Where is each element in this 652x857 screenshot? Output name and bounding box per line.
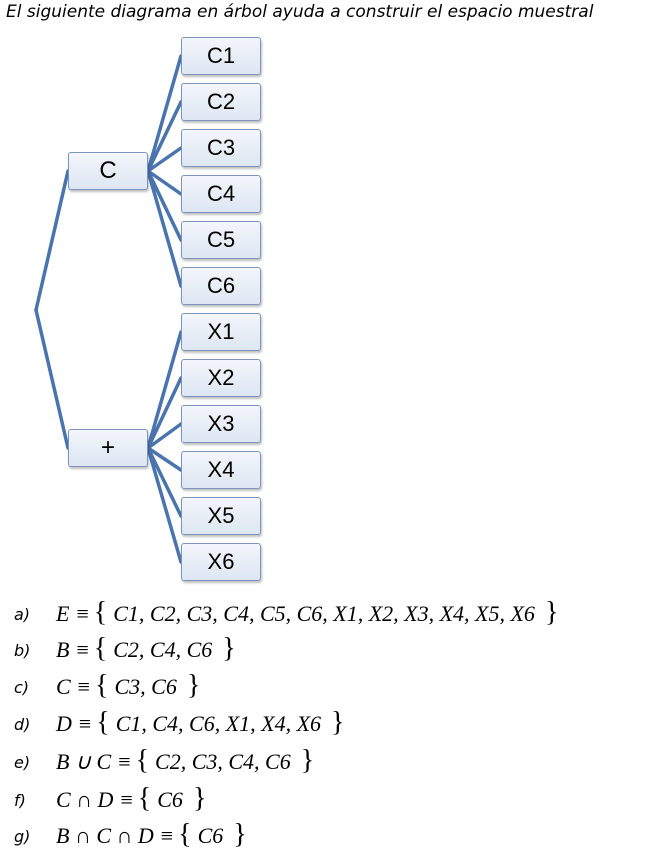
close-brace: } bbox=[186, 670, 201, 701]
leaf-node: X5 bbox=[181, 497, 261, 535]
leaf-connector bbox=[146, 169, 183, 288]
answer-lhs: B ∪ C ≡ bbox=[56, 749, 132, 774]
leaf-connector bbox=[146, 446, 183, 564]
answer-lhs: C ∩ D ≡ bbox=[56, 787, 134, 812]
answer-lhs: C ≡ bbox=[56, 674, 92, 699]
leaf-node: C2 bbox=[181, 83, 261, 121]
leaf-connector bbox=[146, 446, 183, 472]
answer-row: g) B ∩ C ∩ D ≡ { C6 } bbox=[14, 819, 247, 853]
answer-label: e) bbox=[14, 752, 31, 772]
leaf-node: C3 bbox=[181, 129, 261, 167]
answer-set: C2, C3, C4, C6 bbox=[155, 749, 291, 774]
answer-lhs: B ≡ bbox=[56, 637, 90, 662]
answer-set: C1, C2, C3, C4, C5, C6, X1, X2, X3, X4, … bbox=[113, 601, 535, 626]
leaf-node: C6 bbox=[181, 267, 261, 305]
answer-row: a) E ≡ { C1, C2, C3, C4, C5, C6, X1, X2,… bbox=[14, 597, 558, 631]
answer-lhs: D ≡ bbox=[56, 711, 93, 736]
open-brace: { bbox=[178, 819, 192, 850]
answer-set: C6 bbox=[197, 823, 224, 848]
answer-set: C6 bbox=[157, 787, 183, 812]
answer-label: b) bbox=[14, 640, 31, 660]
answer-lhs: B ∩ C ∩ D ≡ bbox=[56, 823, 175, 848]
answer-row: b) B ≡ { C2, C4, C6 } bbox=[14, 633, 236, 667]
leaf-node: X2 bbox=[181, 359, 261, 397]
close-brace: } bbox=[192, 783, 207, 814]
close-brace: } bbox=[544, 597, 559, 628]
answer-lhs: E ≡ bbox=[56, 601, 90, 626]
leaf-node: C4 bbox=[181, 175, 261, 213]
diagram-title: El siguiente diagrama en árbol ayuda a c… bbox=[6, 2, 594, 22]
leaf-connector bbox=[146, 422, 183, 450]
branch-node-plus: + bbox=[68, 429, 148, 467]
leaf-connector bbox=[146, 100, 183, 173]
open-brace: { bbox=[93, 633, 108, 664]
leaf-connector bbox=[146, 54, 183, 173]
answer-set: C2, C4, C6 bbox=[113, 637, 213, 662]
answer-set: C3, C6 bbox=[114, 674, 177, 699]
leaf-node: X1 bbox=[181, 313, 261, 351]
answer-row: e) B ∪ C ≡ { C2, C3, C4, C6 } bbox=[14, 745, 314, 779]
leaf-connector bbox=[146, 169, 183, 196]
answer-row: c) C ≡ { C3, C6 } bbox=[14, 670, 200, 704]
leaf-connector bbox=[146, 330, 183, 450]
answer-label: d) bbox=[14, 714, 31, 734]
leaf-node: X4 bbox=[181, 451, 261, 489]
close-brace: } bbox=[222, 633, 236, 664]
answer-set: C1, C4, C6, X1, X4, X6 bbox=[115, 711, 322, 736]
answer-label: f) bbox=[14, 790, 26, 810]
leaf-node: C5 bbox=[181, 221, 261, 259]
leaf-connector bbox=[146, 376, 183, 450]
answer-label: c) bbox=[14, 677, 30, 697]
root-connector bbox=[34, 308, 70, 450]
open-brace: { bbox=[95, 670, 109, 701]
leaf-connector bbox=[146, 169, 183, 242]
close-brace: } bbox=[331, 707, 345, 738]
tree-connectors bbox=[34, 54, 183, 564]
leaf-node: X3 bbox=[181, 405, 261, 443]
answer-label: a) bbox=[14, 604, 31, 624]
branch-node-c: C bbox=[68, 152, 148, 190]
root-connector bbox=[34, 169, 70, 312]
answer-row: f) C ∩ D ≡ { C6 } bbox=[14, 783, 206, 817]
leaf-connector bbox=[146, 446, 183, 518]
leaf-node: X6 bbox=[181, 543, 261, 581]
leaf-connector bbox=[146, 146, 183, 173]
close-brace: } bbox=[300, 745, 315, 776]
open-brace: { bbox=[96, 707, 110, 738]
close-brace: } bbox=[233, 819, 247, 850]
leaf-node: C1 bbox=[181, 37, 261, 75]
open-brace: { bbox=[137, 783, 152, 814]
open-brace: { bbox=[135, 745, 150, 776]
answer-row: d) D ≡ { C1, C4, C6, X1, X4, X6 } bbox=[14, 707, 344, 741]
open-brace: { bbox=[93, 597, 108, 628]
answer-label: g) bbox=[14, 826, 31, 846]
